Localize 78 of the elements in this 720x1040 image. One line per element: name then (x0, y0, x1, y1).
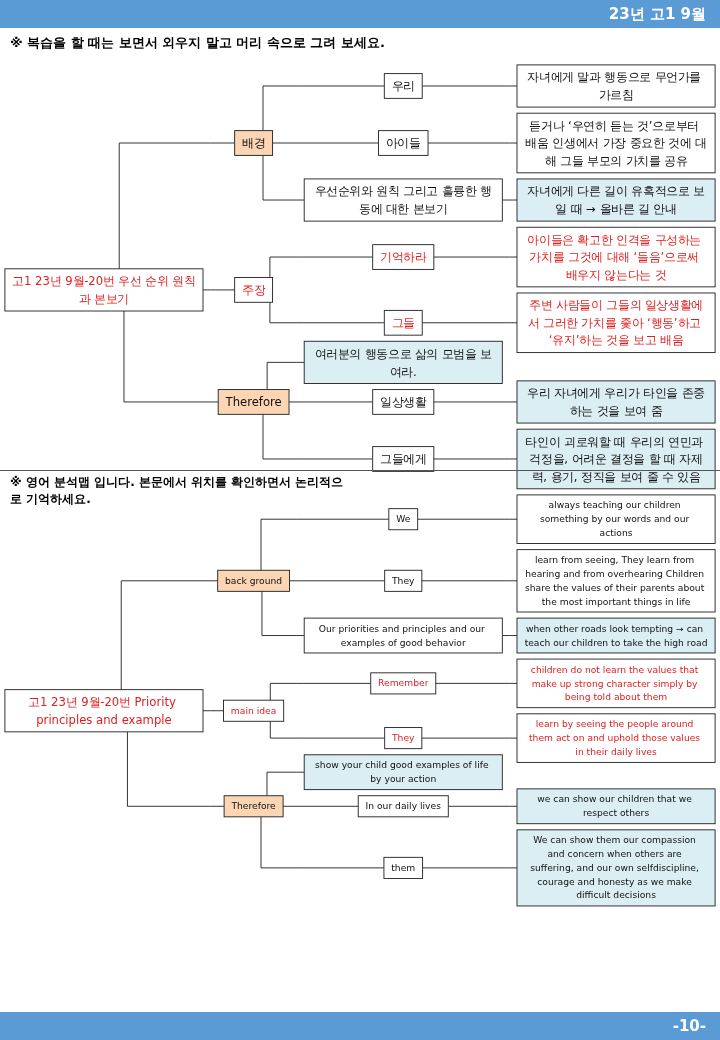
node-box: Our priorities and principles and our examples of good behavior (303, 617, 503, 654)
node-box: learn by seeing the people around them act on and uphold those values in their daily lives (516, 713, 716, 763)
node-box: show your child good examples of life by your action (303, 754, 503, 791)
connector (447, 805, 518, 807)
node-box: 자녀에게 다른 길이 유혹적으로 보일 때 → 올바른 길 안내 (516, 178, 716, 222)
connector (269, 256, 374, 278)
node-box: We can show them our compassion and concern when others are suffering, and our own selfdiscipline, courage and honesty as we make difficult decisions (516, 829, 716, 907)
node-box: them (383, 856, 424, 879)
node-box: children do not learn the values that make up strong character simply by being told about them (516, 658, 716, 709)
node-box: 고1 23년 9월-20번 우선 순위 원칙과 본보기 (4, 268, 204, 312)
node-box: 그들 (383, 309, 423, 336)
node-box: They (384, 727, 423, 750)
node-box: 듣거나 ‘우연히 듣는 것’으로부터 배움 인생에서 가장 중요한 것에 대해 그들 부모의 가치를 공유 (516, 112, 716, 174)
connector (262, 413, 374, 460)
connector (262, 154, 305, 201)
header-title: 23년 고1 9월 (608, 5, 706, 23)
node-box: 배경 (234, 130, 273, 156)
node-box: 우리 (383, 73, 423, 99)
connector (202, 289, 236, 291)
connector (421, 85, 518, 87)
connector (289, 580, 386, 582)
connector (427, 142, 518, 144)
node-box: 우선순위와 원칙 그리고 훌륭한 행동에 대한 본보기 (303, 178, 503, 222)
node-box: back ground (217, 569, 290, 592)
connector (501, 199, 518, 201)
connector (118, 142, 236, 270)
node-box: They (384, 569, 423, 592)
node-box: Therefore (223, 795, 284, 818)
node-box: when other roads look tempting → can teach our children to take the high road (516, 617, 716, 654)
connector (288, 401, 374, 403)
node-box: 타인이 괴로워할 때 우리의 연민과 걱정을, 어려운 결정을 할 때 자제력, 용기, 정직을 보여 줄 수 있음 (516, 428, 716, 490)
node-box: 여러분의 행동으로 삶의 모범을 보여라. (303, 340, 503, 384)
node-box: 주변 사람들이 그들의 일상생활에서 그러한 가치를 좇아 ‘행동’하고 ‘유지’하는 것을 보고 배움 (516, 292, 716, 354)
connector (433, 458, 518, 460)
node-box: We (388, 508, 419, 531)
connector (421, 737, 518, 739)
connector (435, 682, 518, 684)
connector (260, 518, 390, 571)
instruction-note: ※ 영어 분석맵 입니다. 본문에서 위치를 확인하면서 논리적으로 기억하세요. (10, 473, 345, 508)
connector (422, 867, 518, 869)
node-box: Therefore (217, 389, 290, 415)
node-box: 기억하라 (372, 244, 435, 270)
node-box: Remember (370, 672, 437, 695)
connector (266, 771, 305, 797)
connector (261, 590, 305, 636)
node-box: learn from seeing, They learn from hearing and from overhearing Children share the values of their parents about the most important things in life (516, 549, 716, 613)
page-number: -10- (672, 1017, 706, 1035)
connector (282, 805, 359, 807)
node-box: 그들에게 (372, 446, 435, 472)
connector (417, 518, 518, 520)
connector (260, 816, 385, 869)
connector (433, 256, 518, 258)
node-box: 일상생활 (372, 389, 435, 415)
connector (202, 710, 224, 712)
node-box: always teaching our children something by our words and our actions (516, 494, 716, 544)
connector (262, 85, 385, 132)
connector (269, 301, 385, 324)
node-box: 주장 (234, 277, 273, 303)
connector (421, 580, 518, 582)
node-box: 우리 자녀에게 우리가 타인을 존중하는 것을 보여 줌 (516, 380, 716, 424)
node-box: In our daily lives (357, 795, 449, 818)
connector (272, 142, 379, 144)
connector (269, 720, 386, 739)
connector (433, 401, 518, 403)
instruction-note: ※ 복습을 할 때는 보면서 외우지 말고 머리 속으로 그려 보세요. (10, 34, 385, 52)
node-box: main idea (223, 699, 285, 722)
connector (120, 580, 219, 691)
node-box: we can show our children that we respect others (516, 788, 716, 825)
connector (266, 361, 305, 391)
connector (501, 635, 518, 636)
connector (127, 731, 225, 807)
node-box: 아이들 (378, 130, 429, 156)
connector (421, 322, 518, 324)
node-box: 아이들은 확고한 인격을 구성하는 가치를 그것에 대해 ‘들음’으로써 배우지 않는다는 것 (516, 226, 716, 288)
connector (123, 310, 219, 403)
node-box: 고1 23년 9월-20번 Priority principles and example (4, 689, 204, 733)
connector (269, 682, 372, 701)
node-box: 자녀에게 말과 행동으로 무언가를 가르침 (516, 64, 716, 108)
